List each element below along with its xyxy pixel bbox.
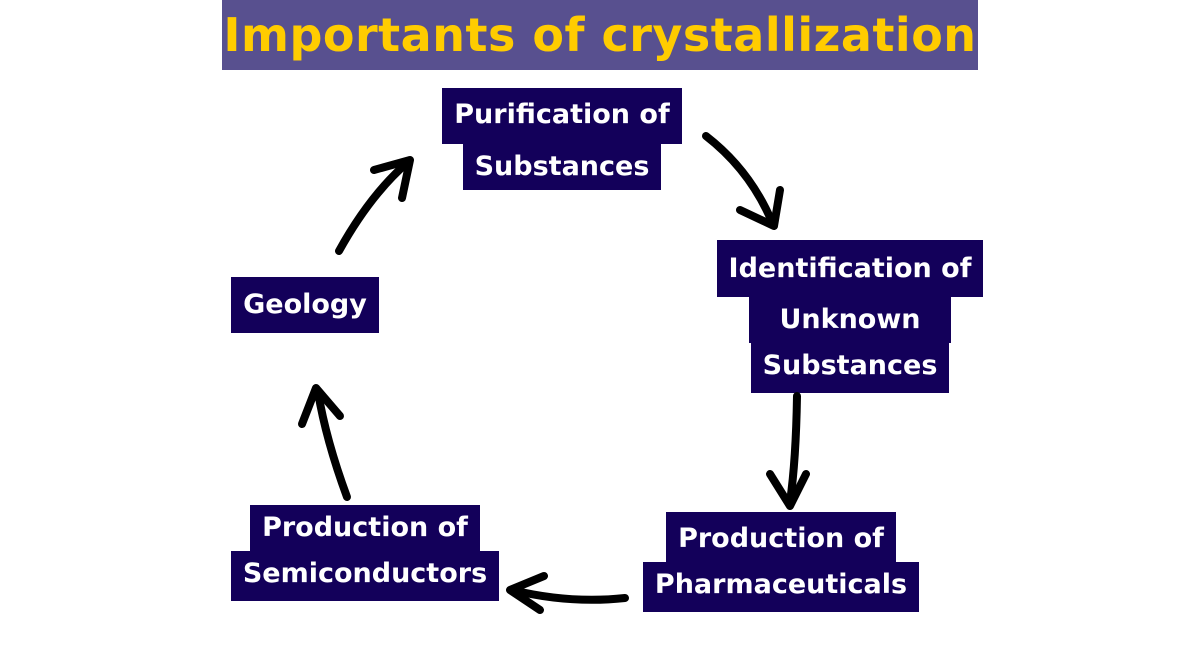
node-line: Geology: [231, 277, 379, 333]
node-line: Substances: [462, 144, 662, 190]
node-line: Identification of: [716, 240, 984, 297]
node-line: Production of: [666, 512, 896, 562]
node-line: Pharmaceuticals: [642, 562, 920, 612]
node-line: Purification of: [442, 88, 682, 144]
arrow-icon: [298, 384, 351, 501]
node-identification: Identification of Unknown Substances: [700, 240, 1000, 393]
node-purification: Purification of Substances: [412, 88, 712, 190]
arrow-icon: [702, 132, 784, 230]
node-pharmaceuticals: Production of Pharmaceuticals: [631, 512, 931, 612]
node-line: Unknown: [749, 297, 951, 343]
diagram-title: Importants of crystallization: [222, 0, 978, 70]
node-line: Production of: [250, 505, 480, 551]
node-line: Semiconductors: [230, 551, 500, 601]
arrow-icon: [506, 572, 629, 614]
arrow-icon: [335, 156, 414, 255]
node-line: Substances: [750, 343, 950, 393]
node-semiconductors: Production of Semiconductors: [215, 505, 515, 601]
node-geology: Geology: [205, 277, 405, 333]
arrow-icon: [766, 392, 810, 510]
